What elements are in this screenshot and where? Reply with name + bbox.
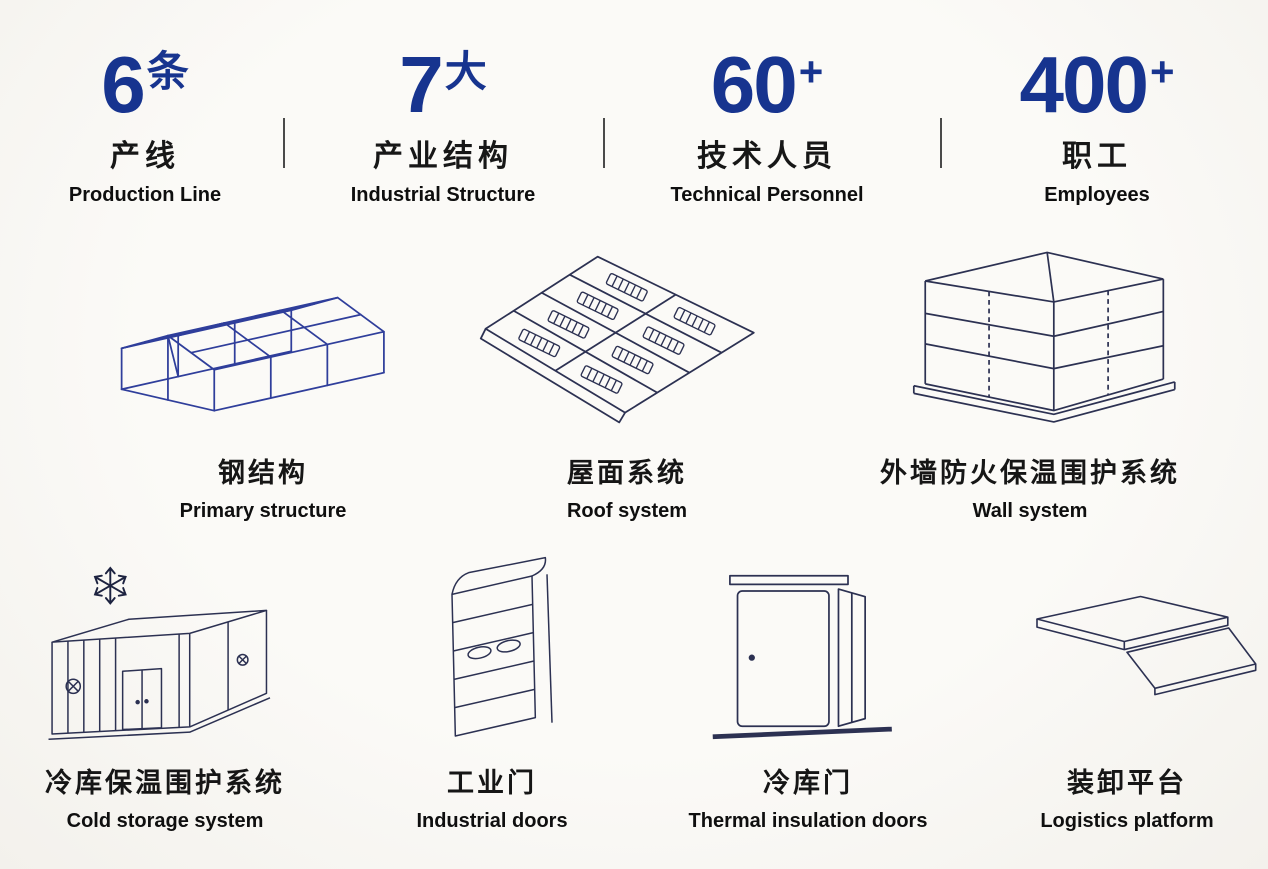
- stat-employees: 400+ 职工 Employees: [957, 45, 1237, 207]
- stat-unit: +: [1149, 48, 1175, 95]
- product-label-en: Wall system: [972, 500, 1088, 522]
- thermal-door-icon: [658, 548, 958, 753]
- product-label-en: Cold storage system: [66, 810, 264, 832]
- product-label-zh: 屋面系统: [567, 458, 687, 488]
- stat-number: 400+: [957, 45, 1237, 125]
- cold-storage-icon: [15, 548, 315, 753]
- product-label-zh: 外墙防火保温围护系统: [880, 458, 1180, 488]
- stat-value: 60: [710, 40, 798, 129]
- stats-divider: [940, 118, 942, 168]
- product-logistics-platform: 装卸平台 Logistics platform: [992, 548, 1262, 833]
- product-thermal-door: 冷库门 Thermal insulation doors: [658, 548, 958, 833]
- stat-number: 6条: [20, 45, 270, 125]
- stat-value: 6: [101, 40, 145, 129]
- stat-label-en: Employees: [1044, 184, 1150, 206]
- product-label-zh: 冷库保温围护系统: [45, 768, 285, 798]
- product-label-en: Primary structure: [179, 500, 347, 522]
- stat-unit: +: [798, 48, 824, 95]
- product-roof-system: 屋面系统 Roof system: [452, 238, 802, 523]
- wall-system-icon: [855, 238, 1205, 443]
- product-label-en: Industrial doors: [416, 810, 568, 832]
- stat-unit: 大: [444, 48, 487, 95]
- stat-label-en: Technical Personnel: [670, 184, 864, 206]
- stat-technical-personnel: 60+ 技术人员 Technical Personnel: [617, 45, 917, 207]
- stats-divider: [283, 118, 285, 168]
- stat-label-zh: 产线: [110, 140, 180, 173]
- roof-system-icon: [452, 238, 802, 443]
- stat-unit: 条: [146, 48, 189, 95]
- stat-label-en: Industrial Structure: [350, 184, 536, 206]
- product-industrial-door: 工业门 Industrial doors: [342, 548, 642, 833]
- loading-platform-icon: [992, 548, 1262, 753]
- product-label-en: Thermal insulation doors: [688, 810, 928, 832]
- product-label-en: Logistics platform: [1040, 810, 1214, 832]
- stat-label-en: Production Line: [68, 184, 222, 206]
- industrial-door-icon: [342, 548, 642, 753]
- stat-value: 400: [1019, 40, 1148, 129]
- stat-label-zh: 职工: [1062, 140, 1132, 173]
- product-label-zh: 冷库门: [763, 768, 853, 798]
- steel-structure-icon: [88, 238, 438, 443]
- product-label-zh: 工业门: [447, 768, 537, 798]
- stat-number: 60+: [617, 45, 917, 125]
- product-primary-structure: 钢结构 Primary structure: [88, 238, 438, 523]
- product-label-zh: 装卸平台: [1067, 768, 1187, 798]
- stat-number: 7大: [303, 45, 583, 125]
- stat-label-zh: 产业结构: [373, 140, 513, 173]
- product-wall-system: 外墙防火保温围护系统 Wall system: [855, 238, 1205, 523]
- stats-divider: [603, 118, 605, 168]
- product-label-en: Roof system: [566, 500, 688, 522]
- stat-value: 7: [399, 40, 443, 129]
- stat-label-zh: 技术人员: [697, 140, 837, 173]
- stat-industrial-structure: 7大 产业结构 Industrial Structure: [303, 45, 583, 207]
- stat-production-line: 6条 产线 Production Line: [20, 45, 270, 207]
- product-label-zh: 钢结构: [218, 458, 308, 488]
- product-cold-storage: 冷库保温围护系统 Cold storage system: [15, 548, 315, 833]
